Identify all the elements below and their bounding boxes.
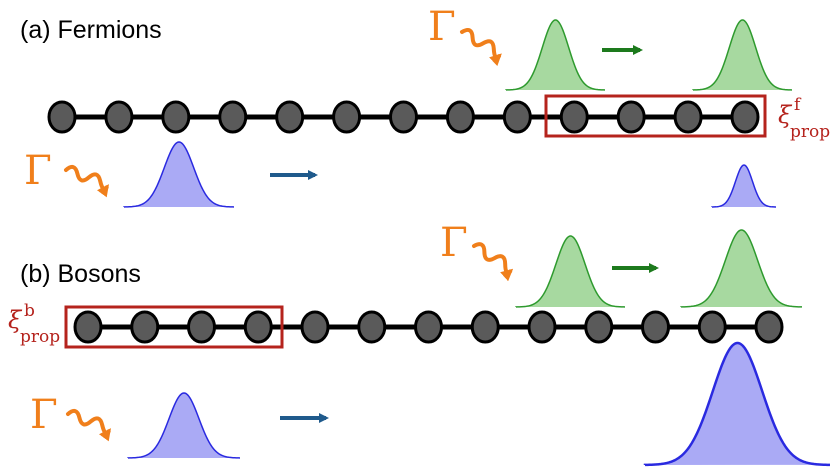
- chain-b-site-7: [470, 310, 500, 344]
- green-pulse-end-a: [692, 19, 793, 91]
- chain-sites-a: [47, 100, 760, 134]
- blue-pulse-end-a: [711, 164, 777, 208]
- panel-a-label: (a) Fermions: [20, 16, 162, 44]
- propagation-box-a: [544, 94, 767, 138]
- chain-b-site-8: [527, 310, 557, 344]
- chain-b-site-2: [187, 310, 216, 344]
- green-pulse-source-a: [505, 19, 606, 91]
- xi-superscript-a: f: [794, 95, 802, 115]
- chain-b-site-5: [357, 310, 387, 344]
- chain-a-site-0: [47, 100, 77, 134]
- gamma-symbol: Γ: [440, 220, 468, 266]
- chain-b-site-9: [584, 310, 614, 344]
- chain-b-site-4: [300, 310, 330, 344]
- chain-b-site-0: [73, 310, 103, 344]
- chain-a-site-8: [502, 100, 532, 134]
- wavy-photon-icon: [66, 408, 111, 442]
- chain-b-site-6: [414, 310, 443, 344]
- chain-b-site-12: [754, 310, 784, 344]
- xi-symbol-b: ξ: [8, 306, 23, 334]
- chain-a-site-9: [559, 100, 589, 134]
- gamma-source-b-blue: Γ: [30, 392, 111, 442]
- chain-a-site-6: [389, 100, 418, 134]
- xi-subscript-a: prop: [790, 122, 830, 142]
- panel-a: (a) Fermions Γ ξ f prop Γ: [20, 4, 830, 208]
- blue-pulse-source-b: [127, 392, 241, 459]
- gamma-source-a-blue: Γ: [24, 148, 109, 198]
- chain-a-site-7: [445, 100, 475, 134]
- chain-a: ξ f prop: [47, 94, 830, 142]
- chain-a-site-11: [673, 100, 703, 134]
- gamma-symbol: Γ: [30, 392, 58, 438]
- chain-b: ξ b prop: [8, 301, 784, 349]
- gamma-symbol: Γ: [24, 148, 52, 194]
- chain-b-site-1: [130, 310, 160, 344]
- chain-sites-b: [73, 310, 784, 344]
- chain-b-site-11: [697, 310, 727, 344]
- panel-b: (b) Bosons Γ ξ b prop Γ: [8, 220, 830, 467]
- xi-subscript-b: prop: [20, 327, 60, 347]
- propagation-box-b: [64, 305, 284, 349]
- gamma-source-b-green: Γ: [440, 220, 514, 282]
- blue-pulse-source-a: [123, 141, 235, 208]
- gamma-source-a-green: Γ: [428, 4, 502, 67]
- wavy-photon-icon: [472, 242, 514, 282]
- chain-a-site-5: [332, 100, 362, 134]
- chain-a-site-4: [275, 100, 305, 134]
- green-pulse-end-b: [680, 229, 803, 308]
- wavy-photon-icon: [64, 164, 109, 198]
- chain-b-site-10: [641, 310, 670, 344]
- chain-a-site-12: [730, 100, 760, 134]
- xi-symbol-a: ξ: [778, 101, 793, 129]
- chain-a-site-3: [218, 100, 248, 134]
- xi-label-b: ξ b prop: [8, 301, 60, 347]
- blue-pulse-end-b: [643, 341, 830, 467]
- gamma-symbol: Γ: [428, 4, 456, 50]
- chain-a-site-1: [104, 100, 134, 134]
- xi-superscript-b: b: [24, 301, 35, 321]
- chain-b-site-3: [243, 310, 273, 344]
- panel-b-label: (b) Bosons: [20, 260, 141, 288]
- green-pulse-source-b: [515, 235, 626, 308]
- chain-a-site-2: [161, 100, 191, 134]
- xi-label-a: ξ f prop: [778, 95, 830, 142]
- chain-a-site-10: [616, 100, 646, 134]
- wavy-photon-icon: [460, 27, 502, 67]
